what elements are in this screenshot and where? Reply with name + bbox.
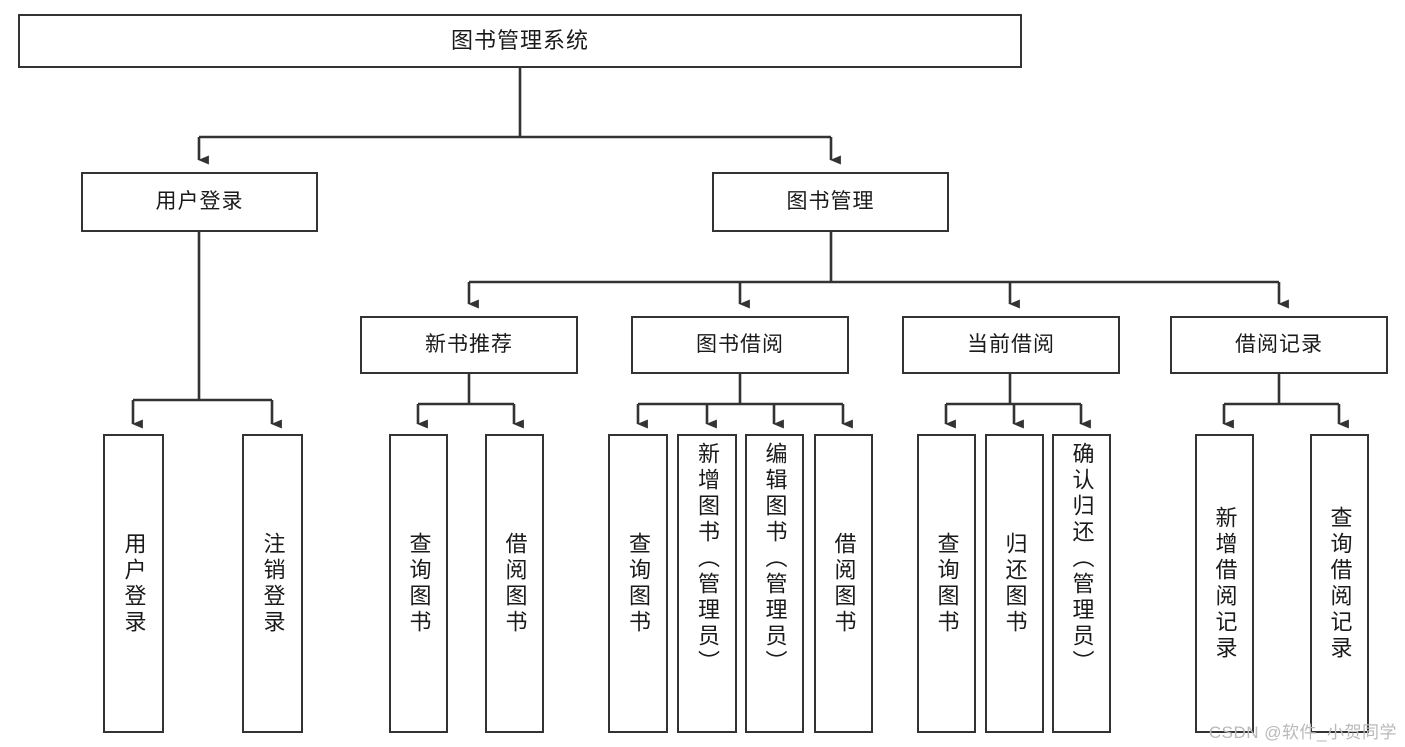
leaf-edit-book-admin[interactable]: 编辑图书（管理员） bbox=[745, 434, 804, 733]
leaf-return-book[interactable]: 归还图书 bbox=[985, 434, 1044, 733]
node-label: 查询图书 bbox=[934, 531, 960, 636]
node-label: 当前借阅 bbox=[967, 332, 1055, 356]
node-book-borrow[interactable]: 图书借阅 bbox=[631, 316, 849, 374]
leaf-query-book-current[interactable]: 查询图书 bbox=[917, 434, 976, 733]
node-label: 确认归还（管理员） bbox=[1069, 442, 1095, 676]
node-label: 编辑图书（管理员） bbox=[762, 442, 788, 676]
node-new-book-recommend[interactable]: 新书推荐 bbox=[360, 316, 578, 374]
node-borrow-record[interactable]: 借阅记录 bbox=[1170, 316, 1388, 374]
node-label: 借阅图书 bbox=[502, 531, 528, 636]
node-label: 查询图书 bbox=[626, 531, 651, 636]
leaf-borrow-book-recommend[interactable]: 借阅图书 bbox=[485, 434, 544, 733]
node-current-borrow[interactable]: 当前借阅 bbox=[902, 316, 1120, 374]
leaf-query-book-recommend[interactable]: 查询图书 bbox=[389, 434, 448, 733]
node-label: 新增图书（管理员） bbox=[695, 442, 720, 676]
node-label: 图书借阅 bbox=[696, 332, 784, 356]
node-label: 查询图书 bbox=[406, 531, 432, 636]
node-label: 用户登录 bbox=[155, 189, 244, 213]
node-label: 图书管理 bbox=[786, 189, 875, 213]
node-user-login[interactable]: 用户登录 bbox=[81, 172, 318, 232]
node-label: 新书推荐 bbox=[425, 332, 513, 356]
node-label: 用户登录 bbox=[121, 531, 147, 636]
node-label: 借阅图书 bbox=[831, 531, 857, 636]
node-label: 注销登录 bbox=[260, 531, 286, 636]
node-label: 图书管理系统 bbox=[450, 28, 589, 54]
node-root-system[interactable]: 图书管理系统 bbox=[18, 14, 1022, 68]
node-label: 借阅记录 bbox=[1235, 332, 1323, 356]
leaf-user-login[interactable]: 用户登录 bbox=[103, 434, 164, 733]
node-book-management[interactable]: 图书管理 bbox=[712, 172, 949, 232]
leaf-confirm-return-admin[interactable]: 确认归还（管理员） bbox=[1052, 434, 1111, 733]
node-label: 新增借阅记录 bbox=[1212, 505, 1238, 662]
watermark: CSDN @软件_小贺同学 bbox=[1208, 723, 1397, 742]
leaf-user-logout[interactable]: 注销登录 bbox=[242, 434, 303, 733]
leaf-add-borrow-record[interactable]: 新增借阅记录 bbox=[1195, 434, 1254, 733]
node-label: 查询借阅记录 bbox=[1327, 505, 1353, 662]
leaf-add-book-admin[interactable]: 新增图书（管理员） bbox=[677, 434, 737, 733]
leaf-borrow-book[interactable]: 借阅图书 bbox=[814, 434, 873, 733]
leaf-query-borrow-record[interactable]: 查询借阅记录 bbox=[1310, 434, 1369, 733]
node-label: 归还图书 bbox=[1002, 531, 1028, 636]
leaf-query-book-borrow[interactable]: 查询图书 bbox=[608, 434, 668, 733]
